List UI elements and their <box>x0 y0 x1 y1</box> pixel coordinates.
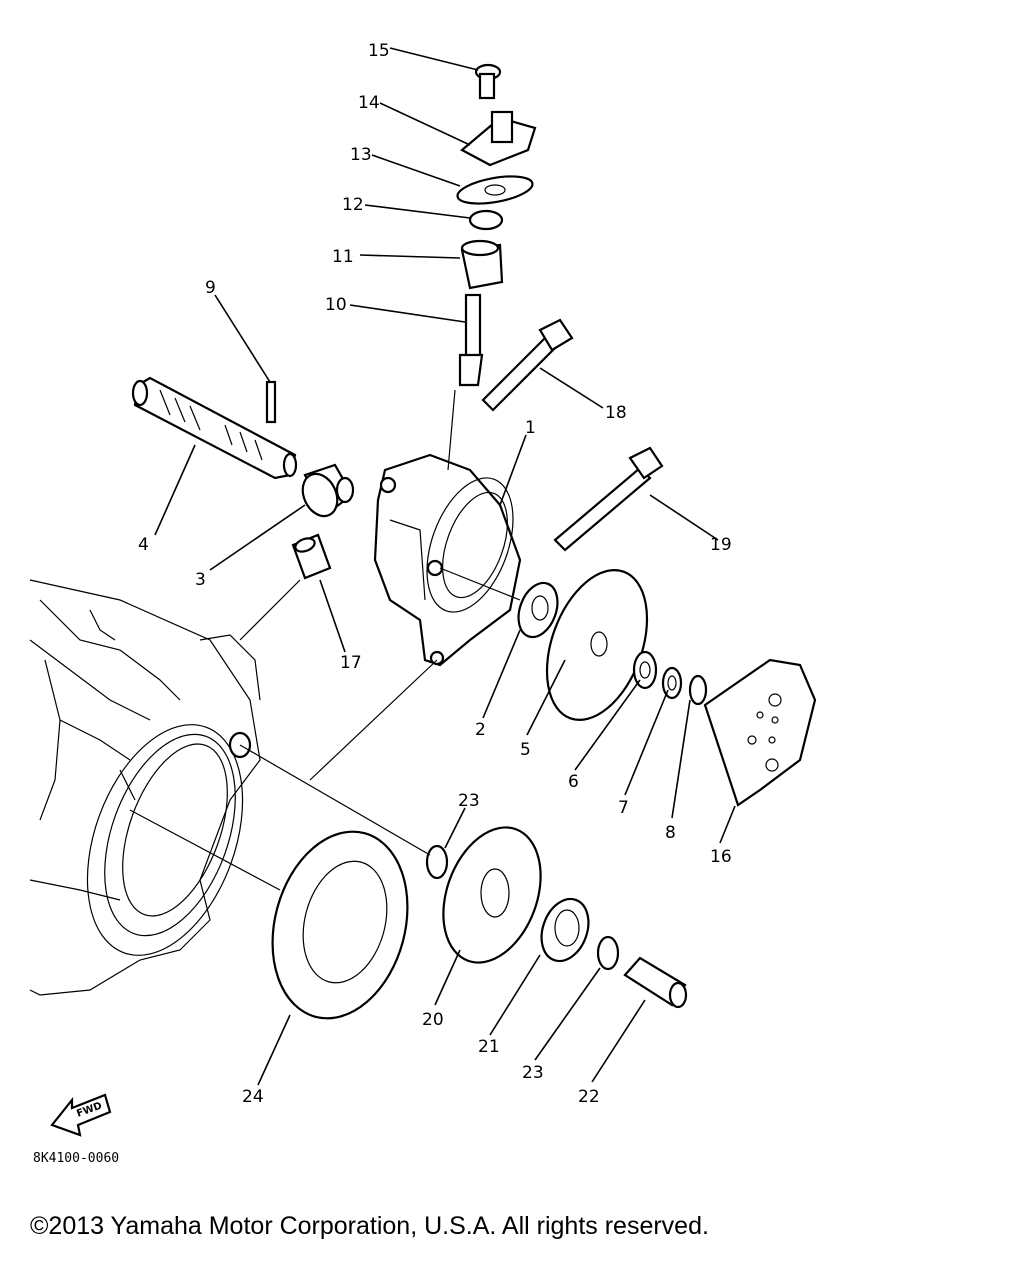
callout-16: 16 <box>710 847 732 867</box>
callout-22: 22 <box>578 1087 600 1107</box>
callout-2: 2 <box>475 720 486 740</box>
callout-20: 20 <box>422 1010 444 1030</box>
callout-23b: 23 <box>522 1063 544 1083</box>
pin <box>265 380 277 424</box>
bearing <box>540 897 590 963</box>
spacer-collar <box>623 956 688 1009</box>
bolt-lower <box>553 446 664 552</box>
cover-plate <box>703 658 817 807</box>
shaft <box>131 376 298 480</box>
callout-19: 19 <box>710 535 732 555</box>
sprocket-lower <box>442 826 542 964</box>
callout-4: 4 <box>138 535 149 555</box>
callout-12: 12 <box>342 195 364 215</box>
fwd-arrow-icon: FWD <box>50 1093 112 1137</box>
leader-lines <box>129 47 736 1086</box>
callout-21: 21 <box>478 1037 500 1057</box>
callout-8: 8 <box>665 823 676 843</box>
callout-3: 3 <box>195 570 206 590</box>
callout-17: 17 <box>340 653 362 673</box>
callout-labels: 15 14 13 12 11 10 9 18 4 1 19 3 17 2 5 6… <box>138 41 732 1107</box>
callout-23a: 23 <box>458 791 480 811</box>
callout-5: 5 <box>520 740 531 760</box>
washer-small-upper <box>425 844 449 880</box>
gasket-disc <box>271 830 409 1020</box>
washer-small-lower <box>596 935 620 971</box>
callout-1: 1 <box>525 418 536 438</box>
callout-11: 11 <box>332 247 354 267</box>
speedometer-drive-stack <box>456 63 537 387</box>
sprocket-upper <box>545 569 649 721</box>
callout-7: 7 <box>618 798 629 818</box>
callout-18: 18 <box>605 403 627 423</box>
bolt-upper <box>481 318 574 412</box>
callout-14: 14 <box>358 93 380 113</box>
callout-13: 13 <box>350 145 372 165</box>
crankcase-housing <box>29 579 261 996</box>
callout-10: 10 <box>325 295 347 315</box>
callout-9: 9 <box>205 278 216 298</box>
washer-set <box>632 650 708 706</box>
copyright-notice: ©2013 Yamaha Motor Corporation, U.S.A. A… <box>30 1212 709 1240</box>
bracket-housing <box>373 453 522 667</box>
callout-24: 24 <box>242 1087 264 1107</box>
callout-6: 6 <box>568 772 579 792</box>
washer <box>517 581 559 639</box>
drawing-code: 8K4100-0060 <box>33 1151 119 1166</box>
dowel <box>291 533 332 580</box>
callout-15: 15 <box>368 41 390 61</box>
collar <box>301 463 355 518</box>
